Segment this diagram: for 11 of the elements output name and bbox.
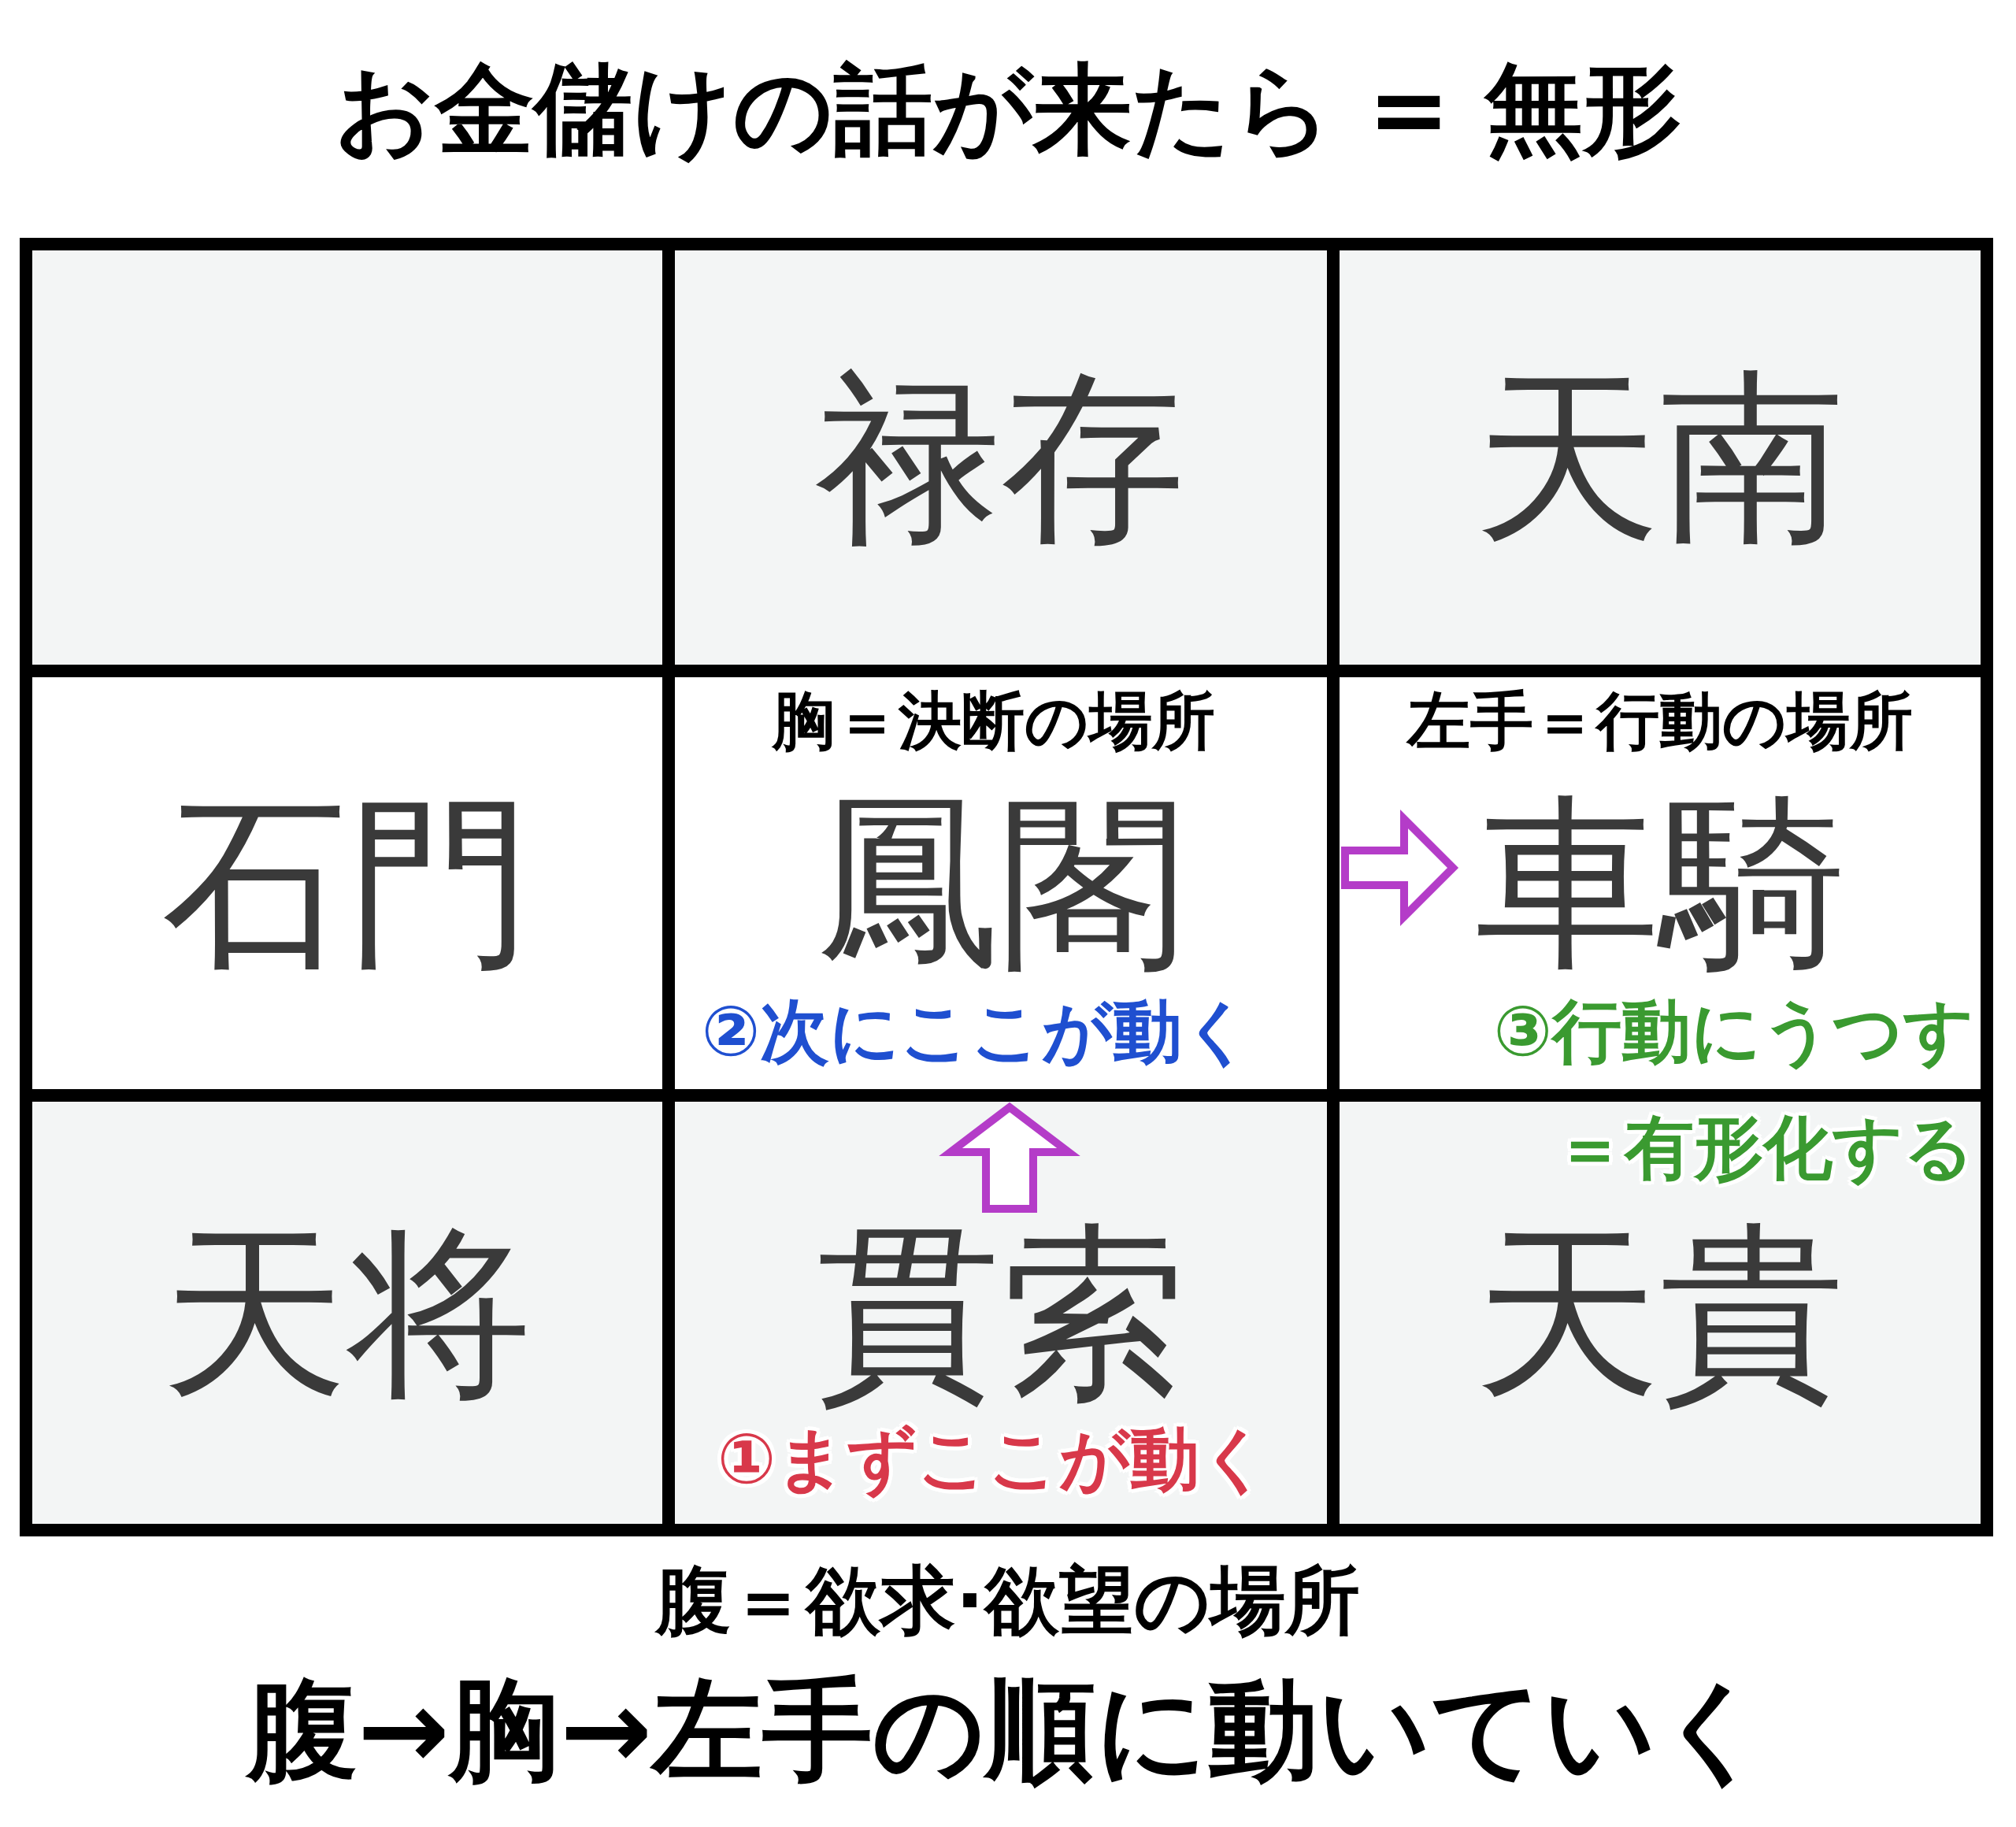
block-arrow: [1341, 809, 1459, 927]
section-label: 左手＝行動の場所: [1407, 687, 1913, 756]
caption: 腹→胸→左手の順に動いていく: [246, 1670, 1770, 1791]
section-label: 腹＝欲求·欲望の場所: [656, 1559, 1360, 1642]
step-note: ②次にここが動く: [701, 994, 1254, 1070]
step-note: ＝有形化する: [1555, 1110, 1974, 1187]
section-label: 胸＝決断の場所: [773, 687, 1215, 756]
title: お金儲けの話が来たら = 無形: [335, 55, 1681, 164]
step-note: ③行動にうつす: [1493, 994, 1974, 1070]
step-note: ①まずここが動く: [717, 1421, 1271, 1498]
block-arrow: [939, 1102, 1080, 1213]
